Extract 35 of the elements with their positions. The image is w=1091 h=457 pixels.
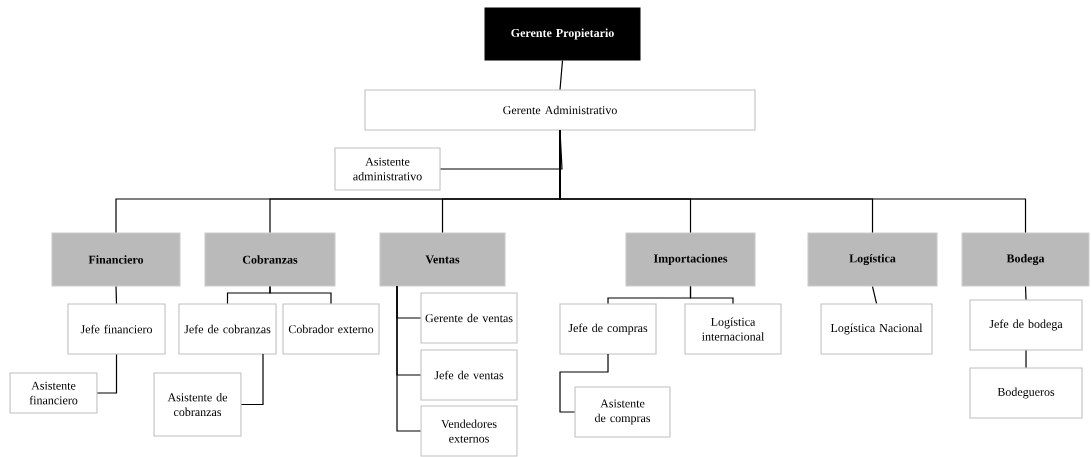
position-box: Gerente Administrativo xyxy=(364,89,756,131)
department-box: Cobranzas xyxy=(204,232,336,287)
position-box: Jefe financiero xyxy=(67,303,166,355)
department-box: Financiero xyxy=(51,232,181,287)
position-box: Jefe de ventas xyxy=(420,349,518,401)
connector-line xyxy=(689,285,734,305)
connector-line xyxy=(559,59,564,91)
connector-line xyxy=(559,353,609,413)
owner-box: Gerente Propietario xyxy=(484,7,641,61)
department-box: Ventas xyxy=(379,232,506,287)
position-box: Cobrador externo xyxy=(282,303,380,355)
connector-line xyxy=(1025,349,1027,369)
connector-line xyxy=(1024,285,1027,301)
position-box: Asistente de compras xyxy=(574,386,671,438)
position-box: Vendedores externos xyxy=(420,405,518,457)
connector-line xyxy=(96,353,118,394)
position-box: Logística Nacional xyxy=(820,303,933,355)
position-box: Asistente de cobranzas xyxy=(153,372,242,437)
connector-line xyxy=(396,285,422,432)
position-box: Logística internacional xyxy=(684,303,782,355)
department-box: Importaciones xyxy=(625,232,756,287)
position-box: Asistente financiero xyxy=(9,372,98,414)
department-box: Logística xyxy=(807,232,938,287)
position-box: Jefe de bodega xyxy=(969,299,1083,351)
position-box: Asistente administrativo xyxy=(334,147,441,191)
connector-line xyxy=(871,285,878,305)
connector-line xyxy=(115,285,118,305)
position-box: Jefe de cobranzas xyxy=(178,303,277,355)
position-box: Gerente de ventas xyxy=(420,292,518,344)
connector-line xyxy=(559,129,1027,234)
position-box: Jefe de compras xyxy=(559,303,657,355)
connector-line xyxy=(269,285,332,305)
connector-line xyxy=(240,353,264,406)
department-box: Bodega xyxy=(961,232,1090,287)
position-box: Bodegueros xyxy=(969,367,1083,419)
